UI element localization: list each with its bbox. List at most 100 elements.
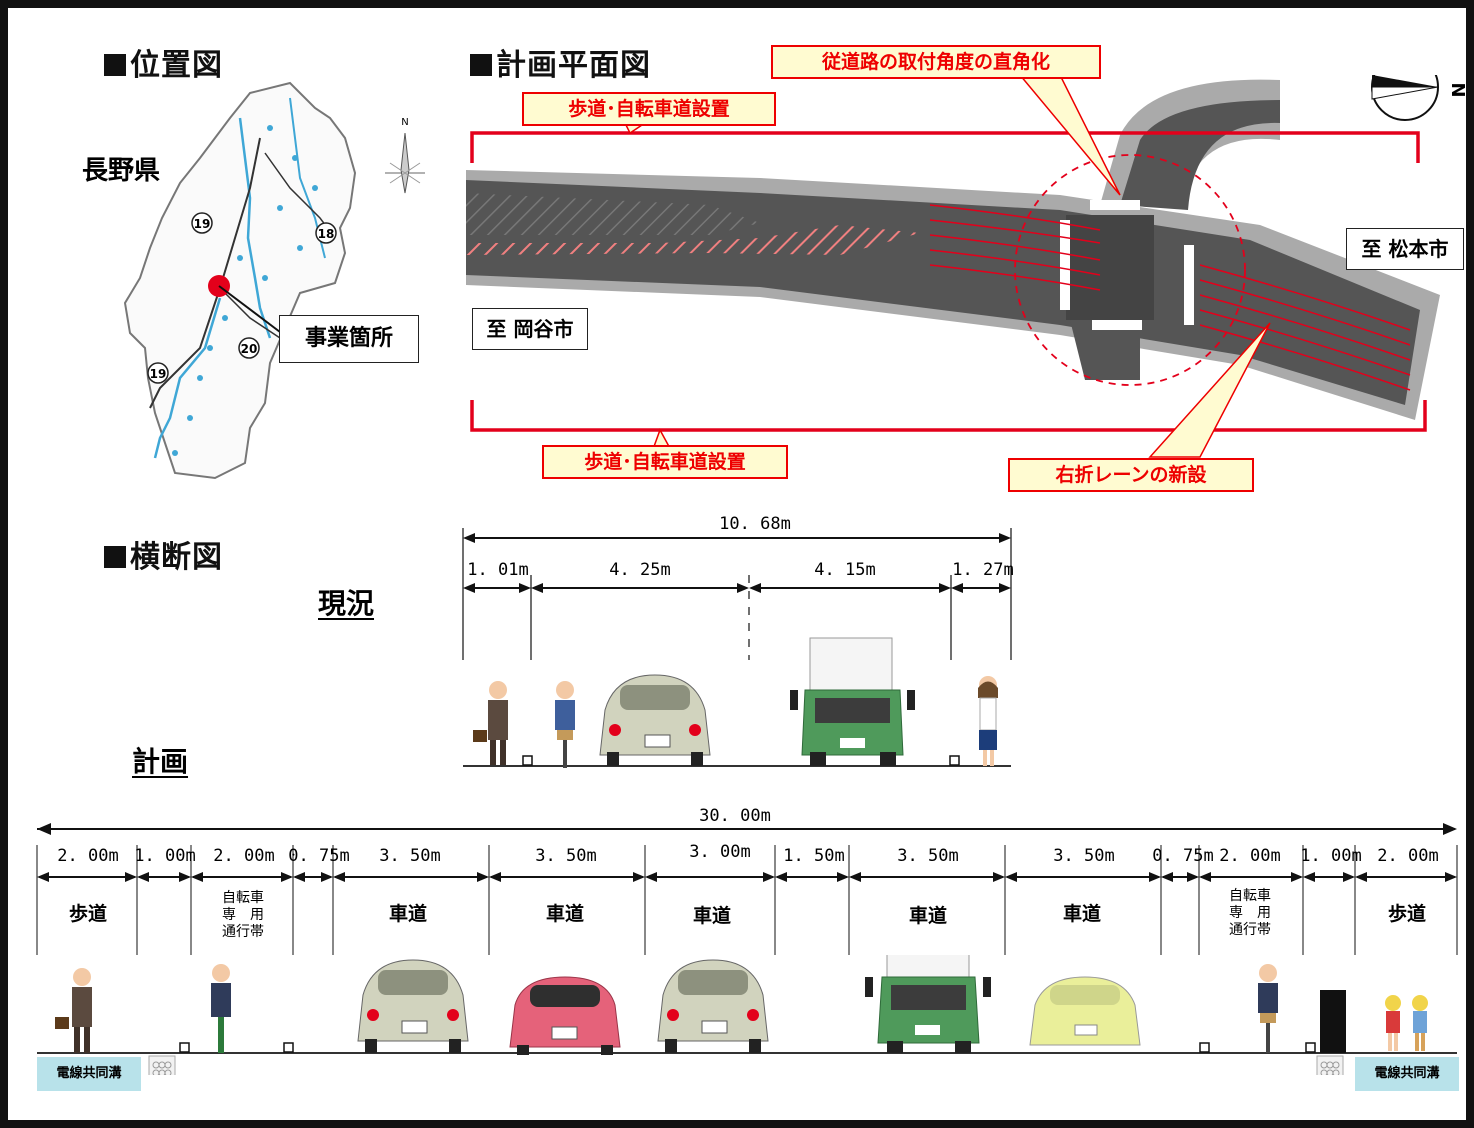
route-shield-18: 18 <box>315 222 337 244</box>
route-20 <box>219 287 281 339</box>
lane-label-roadway-5: 車道 <box>1062 903 1101 925</box>
project-site-leader <box>218 285 281 333</box>
plan-segment-9: 3. 50m <box>897 846 959 866</box>
current-segment-3: 4. 15m <box>814 560 876 580</box>
plan-pedestrian-man <box>55 968 92 1053</box>
river-1 <box>238 117 272 339</box>
callout-pointer-angle <box>1019 75 1121 196</box>
callout-sidewalk-top: 歩道･自転車道設置 <box>522 92 776 126</box>
plan-segment-13: 1. 00m <box>1300 846 1362 866</box>
lane-label-bike-right: 自転車 専 用 通行帯 <box>1229 888 1271 938</box>
bottom-range-bracket <box>470 400 1427 432</box>
location-map: 19 18 20 19 N <box>123 81 425 480</box>
current-segment-1: 1. 01m <box>467 560 529 580</box>
plan-car-2 <box>509 976 621 1055</box>
location-map-heading: 位置図 <box>104 40 223 84</box>
lane-label-roadway-3: 車道 <box>692 905 731 927</box>
plan-curb-1 <box>179 1042 190 1053</box>
callout-pointer-right-turn <box>1148 322 1271 458</box>
current-total-width: 10. 68m <box>719 514 791 534</box>
lane-label-roadway-4: 車道 <box>908 905 947 927</box>
river-3 <box>153 297 222 459</box>
current-car <box>599 674 711 766</box>
current-segment-4: 1. 27m <box>952 560 1014 580</box>
hatched-median-gray <box>466 193 760 235</box>
plan-cyclist-right <box>1258 964 1278 1053</box>
intersection <box>1066 215 1154 320</box>
plan-segment-10: 3. 50m <box>1053 846 1115 866</box>
current-label: 現況 <box>318 587 375 620</box>
utility-box-right <box>1316 1055 1344 1075</box>
plan-curb-3 <box>1199 1042 1210 1053</box>
callout-sidewalk-bottom: 歩道･自転車道設置 <box>542 445 788 479</box>
top-range-bracket <box>470 131 1420 163</box>
plan-segment-11: 0. 75m <box>1152 846 1214 866</box>
lane-label-sidewalk-right: 歩道 <box>1387 903 1426 925</box>
current-section-figures <box>463 637 1011 768</box>
plan-children <box>1385 995 1428 1051</box>
plan-segment-14: 2. 00m <box>1377 846 1439 866</box>
plan-segment-7: 3. 00m <box>689 842 751 862</box>
facility-markers <box>172 125 318 456</box>
current-pedestrian-woman <box>978 676 998 766</box>
utility-duct-label-left: 電線共同溝 <box>37 1057 141 1091</box>
plan-curb-4 <box>1305 1042 1316 1053</box>
plan-car-4 <box>1029 976 1141 1046</box>
plan-segment-6: 3. 50m <box>535 846 597 866</box>
lane-label-bike-left: 自転車 専 用 通行帯 <box>222 890 264 940</box>
plan-section-figures <box>37 955 1457 1075</box>
crosswalks <box>1060 200 1194 330</box>
plan-view: N <box>466 75 1470 458</box>
hatched-median-red <box>466 225 920 255</box>
plan-car-1 <box>357 959 469 1053</box>
route-shield-20: 20 <box>238 337 260 359</box>
current-cyclist <box>555 681 575 768</box>
lane-label-roadway-1: 車道 <box>388 903 427 925</box>
plan-compass: N <box>1371 75 1470 121</box>
plan-label: 計画 <box>132 745 189 778</box>
current-pedestrian-man <box>473 681 508 765</box>
plan-heading: 計画平面図 <box>470 40 651 84</box>
callout-right-turn: 右折レーンの新設 <box>1008 458 1254 492</box>
current-curb-right <box>949 755 960 766</box>
route-shield-19b-text: 19 <box>150 367 167 381</box>
plan-pole <box>1320 990 1346 1053</box>
new-lane-lines <box>929 204 1411 391</box>
destination-okaya: 至 岡谷市 <box>472 308 588 350</box>
map-compass-label: N <box>401 117 408 128</box>
plan-segment-5: 3. 50m <box>379 846 441 866</box>
plan-segment-3: 2. 00m <box>213 846 275 866</box>
current-curb-left <box>522 755 533 766</box>
map-compass: N <box>385 117 425 194</box>
current-dimension-lines <box>462 528 1012 660</box>
cross-section-heading: 横断図 <box>104 532 223 576</box>
current-segment-2: 4. 25m <box>609 560 671 580</box>
route-shield-19b: 19 <box>147 362 169 384</box>
route-shield-19a-text: 19 <box>194 217 211 231</box>
route-shield-18-text: 18 <box>318 227 335 241</box>
lane-label-sidewalk-left: 歩道 <box>68 903 107 925</box>
project-site-label: 事業箇所 <box>279 315 419 363</box>
plan-segment-2: 1. 00m <box>134 846 196 866</box>
plan-car-3 <box>657 959 769 1053</box>
utility-box-left <box>148 1055 176 1075</box>
side-road <box>1120 100 1280 210</box>
plan-segment-12: 2. 00m <box>1219 846 1281 866</box>
roadway <box>466 180 1420 405</box>
plan-segment-4: 0. 75m <box>288 846 350 866</box>
destination-matsumoto: 至 松本市 <box>1346 228 1464 270</box>
current-truck <box>790 637 915 766</box>
callout-angle: 従道路の取付角度の直角化 <box>771 45 1101 79</box>
lane-label-roadway-2: 車道 <box>545 903 584 925</box>
route-19 <box>149 137 261 409</box>
intersection-focus-circle <box>1014 154 1246 386</box>
route-shield-19a: 19 <box>191 212 213 234</box>
plan-dimension-lines <box>36 823 1458 955</box>
plan-truck <box>865 955 991 1053</box>
utility-duct-label-right: 電線共同溝 <box>1355 1057 1459 1091</box>
prefecture-outline <box>123 81 357 480</box>
route-shield-20-text: 20 <box>241 342 258 356</box>
plan-segment-1: 2. 00m <box>57 846 119 866</box>
plan-curb-2 <box>283 1042 294 1053</box>
